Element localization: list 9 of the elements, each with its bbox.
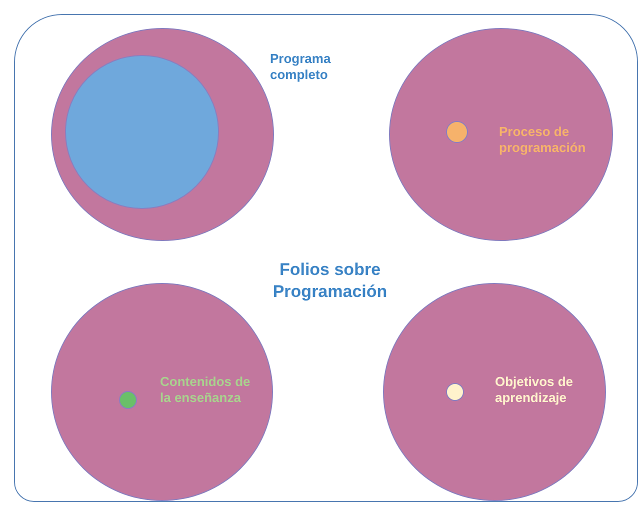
- small-circle: [119, 391, 137, 409]
- circle-label: Programa completo: [270, 51, 332, 83]
- circle-label: Objetivos de aprendizaje: [495, 374, 574, 406]
- rounded-frame: [14, 14, 638, 502]
- circle-label: Proceso de programación: [499, 124, 587, 156]
- small-circle: [446, 121, 468, 143]
- small-circle: [446, 383, 464, 401]
- circle-label: Contenidos de la enseñanza: [160, 374, 252, 406]
- frame-label: Folios sobre Programación: [272, 259, 388, 303]
